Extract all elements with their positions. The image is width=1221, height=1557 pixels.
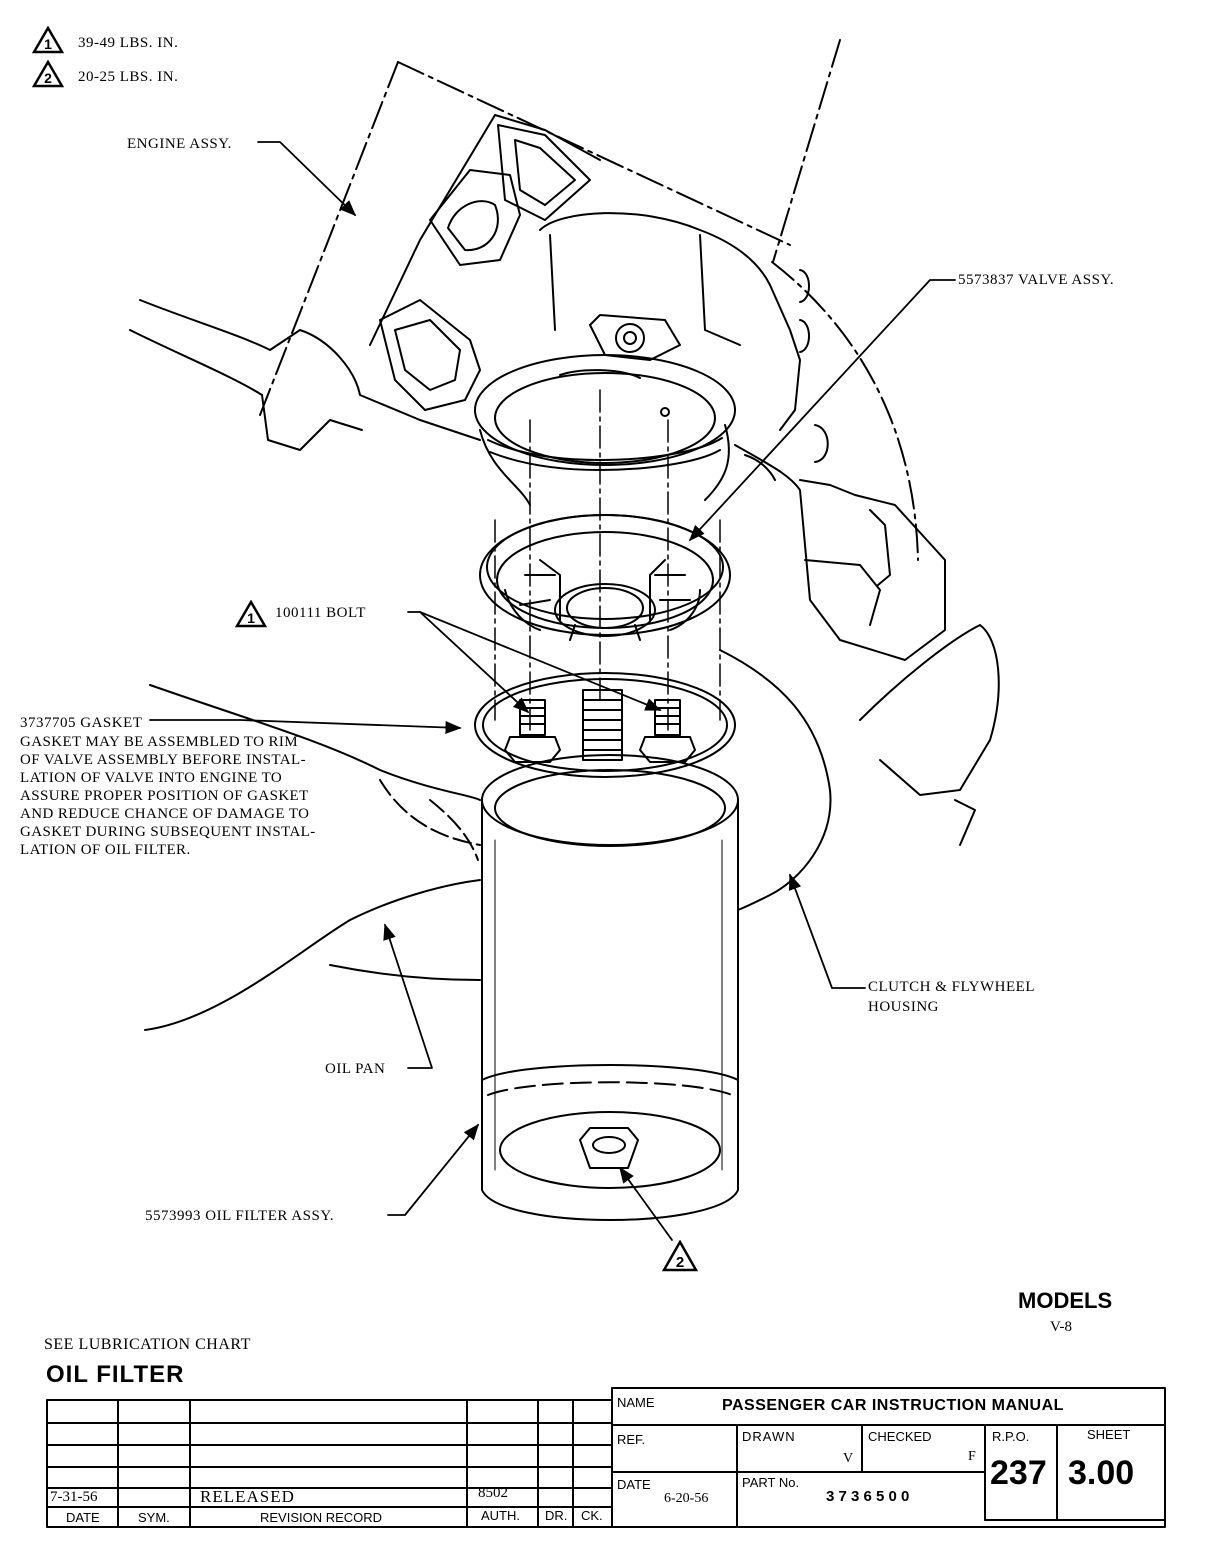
svg-text:2: 2	[44, 70, 52, 86]
clutch-housing-label-2: HOUSING	[868, 999, 939, 1015]
rpo-label: R.P.O.	[992, 1429, 1030, 1444]
revision-record: RELEASED	[200, 1487, 295, 1506]
engine-block-outline	[259, 39, 919, 561]
bolt-torque-symbol-icon: 1	[235, 600, 267, 628]
part-number-label: PART No.	[742, 1475, 800, 1490]
checked-label: CHECKED	[868, 1429, 932, 1444]
checked-value: F	[968, 1449, 976, 1464]
svg-text:1: 1	[247, 610, 255, 626]
sheet-value: 3.00	[1068, 1454, 1135, 1492]
models-value: V-8	[1050, 1319, 1072, 1335]
drain-plug-torque-symbol-icon: 2	[662, 1240, 698, 1272]
header-dr: DR.	[545, 1508, 568, 1523]
oil-filter-canister	[481, 754, 739, 1221]
bolts	[504, 689, 696, 763]
header-revision-record: REVISION RECORD	[260, 1510, 383, 1525]
clutch-housing	[719, 624, 1000, 911]
oil-pan	[144, 684, 481, 1031]
page-title: OIL FILTER	[46, 1361, 185, 1388]
date-label: DATE	[617, 1477, 651, 1492]
header-auth: AUTH.	[481, 1508, 520, 1523]
see-lubrication-chart: SEE LUBRICATION CHART	[44, 1336, 251, 1353]
gasket-note: GASKET MAY BE ASSEMBLED TO RIM OF VALVE …	[20, 733, 316, 859]
svg-text:2: 2	[676, 1254, 684, 1271]
valve-assembly	[479, 514, 731, 641]
oil-filter-assy-label: 5573993 OIL FILTER ASSY.	[145, 1208, 334, 1224]
rpo-value: 237	[990, 1454, 1047, 1492]
assembly-centerlines	[494, 389, 721, 731]
svg-text:1: 1	[44, 36, 52, 52]
torque-symbol-2-icon: 2	[32, 60, 64, 88]
part-number-value: 3 7 3 6 5 0 0	[826, 1488, 910, 1505]
drawn-label: DRAWN	[742, 1429, 796, 1444]
header-ck: CK.	[581, 1508, 603, 1523]
torque-spec-1: 39-49 LBS. IN.	[78, 35, 179, 51]
manual-name: PASSENGER CAR INSTRUCTION MANUAL	[722, 1397, 1064, 1414]
ref-label: REF.	[617, 1432, 646, 1447]
revision-auth: 8502	[478, 1485, 508, 1501]
torque-spec-2: 20-25 LBS. IN.	[78, 69, 179, 85]
engine-block-casting	[129, 114, 829, 463]
gasket-note-line: GASKET DURING SUBSEQUENT INSTAL-	[20, 824, 316, 840]
clutch-housing-label: CLUTCH & FLYWHEEL	[868, 979, 1035, 995]
transmission-mount	[734, 444, 946, 661]
date-value: 6-20-56	[664, 1491, 709, 1506]
revision-date: 7-31-56	[50, 1489, 98, 1505]
leader-lines	[149, 141, 956, 1241]
oil-pan-label: OIL PAN	[325, 1061, 386, 1077]
sheet-label: SHEET	[1087, 1427, 1131, 1442]
gasket-note-line: GASKET MAY BE ASSEMBLED TO RIM	[20, 734, 299, 750]
models-heading: MODELS	[1018, 1288, 1113, 1313]
gasket-note-line: OF VALVE ASSEMBLY BEFORE INSTAL-	[20, 752, 306, 768]
engine-assy-label: ENGINE ASSY.	[127, 136, 232, 152]
bolt-label: 100111 BOLT	[275, 605, 366, 621]
header-sym: SYM.	[138, 1510, 170, 1525]
gasket-note-line: LATION OF VALVE INTO ENGINE TO	[20, 770, 283, 786]
valve-assy-label: 5573837 VALVE ASSY.	[958, 272, 1115, 288]
title-block-grid	[46, 1387, 1166, 1528]
drawn-value: V	[843, 1451, 854, 1466]
gasket-note-line: LATION OF OIL FILTER.	[20, 842, 191, 858]
gasket-note-line: AND REDUCE CHANCE OF DAMAGE TO	[20, 806, 310, 822]
gasket-label: 3737705 GASKET	[20, 715, 143, 731]
torque-symbol-1-icon: 1	[32, 26, 64, 54]
gasket-note-line: ASSURE PROPER POSITION OF GASKET	[20, 788, 309, 804]
name-label: NAME	[617, 1395, 655, 1410]
header-date: DATE	[66, 1510, 100, 1525]
adapter-bore	[474, 354, 736, 506]
